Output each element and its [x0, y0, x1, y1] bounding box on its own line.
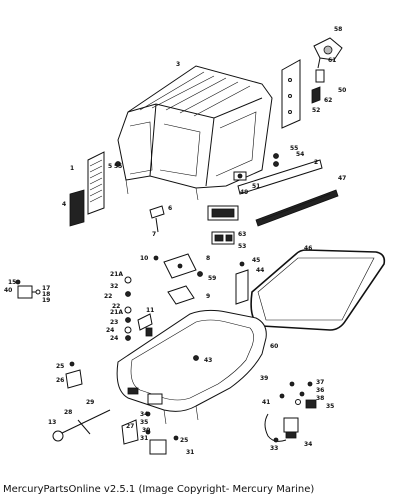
- bracket-assembly: [235, 261, 249, 305]
- callout-51: 51: [252, 183, 260, 190]
- callout-36: 36: [316, 387, 324, 394]
- bottom-cowl-hardware: [124, 276, 199, 361]
- front-trim-strip: [237, 159, 339, 227]
- callout-59: 59: [208, 275, 216, 282]
- copyright-caption: MercuryPartsOnline v2.5.1 (Image Copyrig…: [3, 484, 315, 495]
- callout-1: 1: [70, 165, 74, 172]
- callout-labels: 3 58 61 50 62 52 5 55 1 55 54 2 47 51 49…: [4, 26, 346, 456]
- callout-45: 45: [252, 257, 260, 264]
- callout-46: 46: [304, 245, 312, 252]
- lower-center-parts: [121, 411, 179, 455]
- cowl-seal: [250, 249, 386, 331]
- callout-21a: 22: [104, 293, 112, 300]
- callout-27: 29: [86, 399, 94, 406]
- callout-52: 52: [312, 107, 320, 114]
- callout-11: 11: [146, 307, 154, 314]
- callout-62: 62: [324, 97, 332, 104]
- exploded-parts-diagram: 3 58 61 50 62 52 5 55 1 55 54 2 47 51 49…: [4, 26, 386, 456]
- callout-28: 30: [142, 427, 150, 434]
- callout-8: 8: [206, 255, 210, 262]
- callout-15: 15: [8, 279, 16, 286]
- callout-19: 19: [42, 297, 50, 304]
- callout-26: 28: [64, 409, 72, 416]
- callout-17: 17: [42, 285, 50, 292]
- latch-assembly: [313, 37, 343, 83]
- callout-3: 3: [176, 61, 180, 68]
- callout-24b: 25: [180, 437, 188, 444]
- callout-9: 9: [206, 293, 210, 300]
- callout-20: 21A: [110, 309, 123, 316]
- callout-43: 43: [204, 357, 212, 364]
- callout-32: 34: [140, 411, 148, 418]
- callout-41: 41: [262, 399, 270, 406]
- access-covers: [153, 253, 203, 305]
- callout-20a: 21A: [110, 271, 123, 278]
- decal-plates: [207, 205, 239, 245]
- callout-39: 39: [260, 375, 268, 382]
- cowl-latch: [233, 171, 247, 181]
- callout-31a: 32: [110, 283, 118, 290]
- callout-55: 55: [290, 145, 298, 152]
- callout-47: 47: [338, 175, 346, 182]
- callout-60: 60: [270, 343, 278, 350]
- lower-left-parts: [52, 361, 111, 442]
- callout-2: 2: [314, 159, 318, 166]
- callout-22a: 23: [110, 319, 118, 326]
- callout-54: 54: [296, 151, 304, 158]
- screws-upper: [115, 153, 279, 167]
- callout-6: 6: [168, 205, 172, 212]
- callout-25b: 27: [126, 423, 134, 430]
- callout-4: 4: [62, 201, 66, 208]
- callout-24a: 25: [56, 363, 64, 370]
- callout-34: 40: [4, 287, 12, 294]
- rear-bracket-plate: [281, 59, 321, 129]
- callout-25a: 26: [56, 377, 64, 384]
- callout-23: 24: [110, 335, 118, 342]
- callout-22b: 24: [106, 327, 114, 334]
- callout-50: 50: [338, 87, 346, 94]
- callout-10: 10: [140, 255, 148, 262]
- callout-31b: 33: [270, 445, 278, 452]
- callout-61: 61: [328, 57, 336, 64]
- callout-7: 7: [152, 231, 156, 238]
- callout-32b: 34: [304, 441, 312, 448]
- callout-38: 38: [316, 395, 324, 402]
- callout-21: 22: [112, 303, 120, 310]
- small-bracket: [149, 205, 165, 233]
- callout-37: 37: [316, 379, 324, 386]
- lower-right-electrical: [264, 381, 317, 443]
- bottom-cowl: [116, 309, 267, 425]
- callout-58: 58: [334, 26, 342, 33]
- callout-13: 13: [48, 419, 56, 426]
- callout-35: 35: [326, 403, 334, 410]
- side-vent-grille: [87, 151, 105, 215]
- callout-55a: 55: [114, 163, 122, 170]
- callout-30: 31: [186, 449, 194, 456]
- callout-29: 31: [140, 435, 148, 442]
- callout-33: 35: [140, 419, 148, 426]
- callout-53: 53: [238, 243, 246, 250]
- top-cowl: [117, 65, 273, 201]
- callout-49: 49: [240, 189, 248, 196]
- callout-5: 5: [108, 163, 112, 170]
- callout-44: 44: [256, 267, 264, 274]
- left-linkage: [15, 279, 41, 299]
- vent-screen: [69, 189, 85, 227]
- callout-18: 18: [42, 291, 50, 298]
- callout-63: 63: [238, 231, 246, 238]
